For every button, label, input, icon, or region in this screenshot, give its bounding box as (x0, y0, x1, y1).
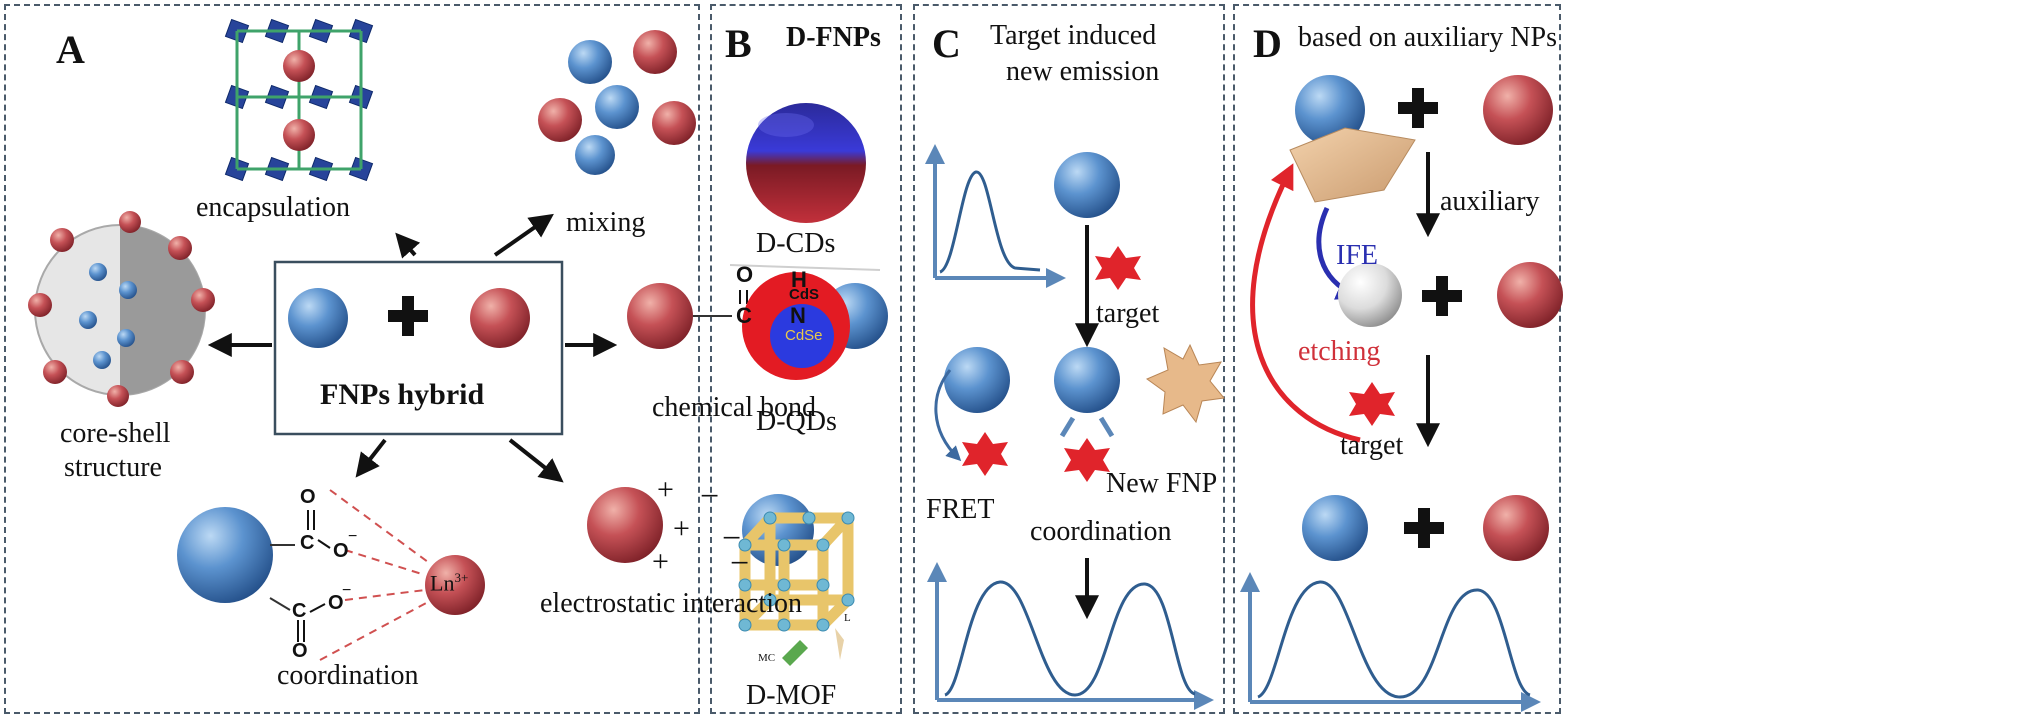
core-shell-label-line1: core-shell (60, 418, 171, 449)
c-target-star-icon (1095, 246, 1141, 290)
mof-tag-l: L (844, 612, 851, 624)
spectrum-double-peak-chart-c (927, 562, 1214, 710)
ion-charge: 3+ (454, 570, 469, 585)
qd-core-label: CdSe (785, 327, 823, 344)
c-coordination-label: coordination (1030, 516, 1172, 547)
d-target-label: target (1340, 430, 1404, 461)
d-bottom-particles-icon (1302, 495, 1549, 561)
etching-label: etching (1298, 336, 1381, 367)
panel-b (710, 4, 902, 714)
ion-symbol: Ln (430, 570, 455, 596)
d-qds-label: D-QDs (756, 406, 837, 437)
fret-label: FRET (926, 494, 995, 525)
c-fret-star-icon (962, 432, 1008, 476)
charge-plus-2: + (673, 512, 690, 545)
coord-charge-top: − (348, 528, 358, 545)
hub-label: FNPs hybrid (320, 378, 485, 411)
panel-d-letter: D (1253, 21, 1282, 66)
c-coord-star-icon (1064, 438, 1110, 482)
charge-minus-1: − (700, 478, 720, 515)
panel-d (1233, 4, 1561, 714)
b-divider (729, 264, 881, 271)
qd-shell-label: CdS (789, 286, 819, 303)
auxiliary-membrane-icon (1289, 127, 1416, 203)
panel-b-title: D-FNPs (786, 22, 881, 53)
bond-carbon: C (736, 303, 752, 328)
charge-plus-1: + (657, 473, 674, 506)
new-fnp-star-icon (1145, 343, 1225, 424)
qds-particle-icon (742, 272, 850, 380)
auxiliary-label: auxiliary (1440, 186, 1540, 217)
bond-carbonyl-o: O (736, 262, 754, 287)
lanthanide-ion-label: Ln3+ (430, 570, 468, 596)
spectrum-single-peak-chart (925, 144, 1066, 288)
encapsulation-framework-icon (220, 18, 380, 188)
core-shell-label-line2: structure (64, 452, 162, 483)
c-fret-np-icon (944, 347, 1010, 413)
spectrum-double-peak-chart-d (1240, 572, 1541, 712)
mof-tag-mc: MC (758, 652, 776, 664)
d-mid-particles-icon (1338, 262, 1563, 328)
mixing-label: mixing (566, 207, 646, 238)
etching-arrow-icon (1250, 163, 1361, 443)
mixing-particles-icon (538, 30, 696, 175)
coord-c-bottom: C (292, 600, 307, 622)
bond-nh-h: H (791, 267, 807, 292)
chemical-bond-label: chemical bond (652, 392, 817, 423)
charge-minus-2: − (722, 520, 742, 557)
hub-particles-icon (288, 288, 530, 348)
new-fnp-label: New FNP (1106, 468, 1218, 499)
coord-o-top: O (300, 486, 316, 508)
coordination-a-label: coordination (277, 660, 419, 691)
panel-a-letter: A (56, 27, 85, 72)
panel-c-title-line2: new emission (1006, 56, 1160, 87)
charge-plus-3: + (652, 545, 669, 578)
coord-c-top: C (300, 532, 315, 554)
d-target-star-icon (1349, 382, 1395, 426)
coord-o-bottom: O (292, 640, 308, 662)
c-top-np-icon (1054, 152, 1120, 218)
d-mof-label: D-MOF (746, 680, 837, 711)
panel-c-title-line1: Target induced (990, 20, 1157, 51)
coordination-a-icon (177, 489, 485, 661)
panel-c (913, 4, 1225, 714)
coord-charge-bottom: − (342, 582, 352, 599)
bond-nh-n: N (790, 303, 806, 328)
fret-arrow-icon (934, 369, 962, 462)
electrostatic-label: electrostatic interaction (540, 588, 802, 619)
c-target-label: target (1096, 298, 1160, 329)
panel-a (4, 4, 700, 714)
encapsulation-label: encapsulation (196, 192, 350, 223)
charge-minus-3: − (730, 545, 750, 582)
d-cds-label: D-CDs (756, 228, 836, 259)
mof-cube-icon (738, 511, 855, 666)
coord-o-minus-top: O (333, 540, 349, 562)
coord-o-minus-bottom: O (328, 592, 344, 614)
ife-label: IFE (1336, 240, 1378, 271)
c-coord-np-icon (1054, 347, 1120, 413)
cds-particle-icon (746, 103, 866, 223)
hub-arrows (207, 213, 618, 483)
panel-d-title: based on auxiliary NPs (1298, 22, 1557, 53)
core-shell-particle-icon (28, 211, 215, 407)
panel-c-letter: C (932, 21, 961, 66)
panel-b-letter: B (725, 21, 752, 66)
d-top-particles-icon (1295, 75, 1553, 145)
c-coordination-bonds (1059, 416, 1115, 438)
